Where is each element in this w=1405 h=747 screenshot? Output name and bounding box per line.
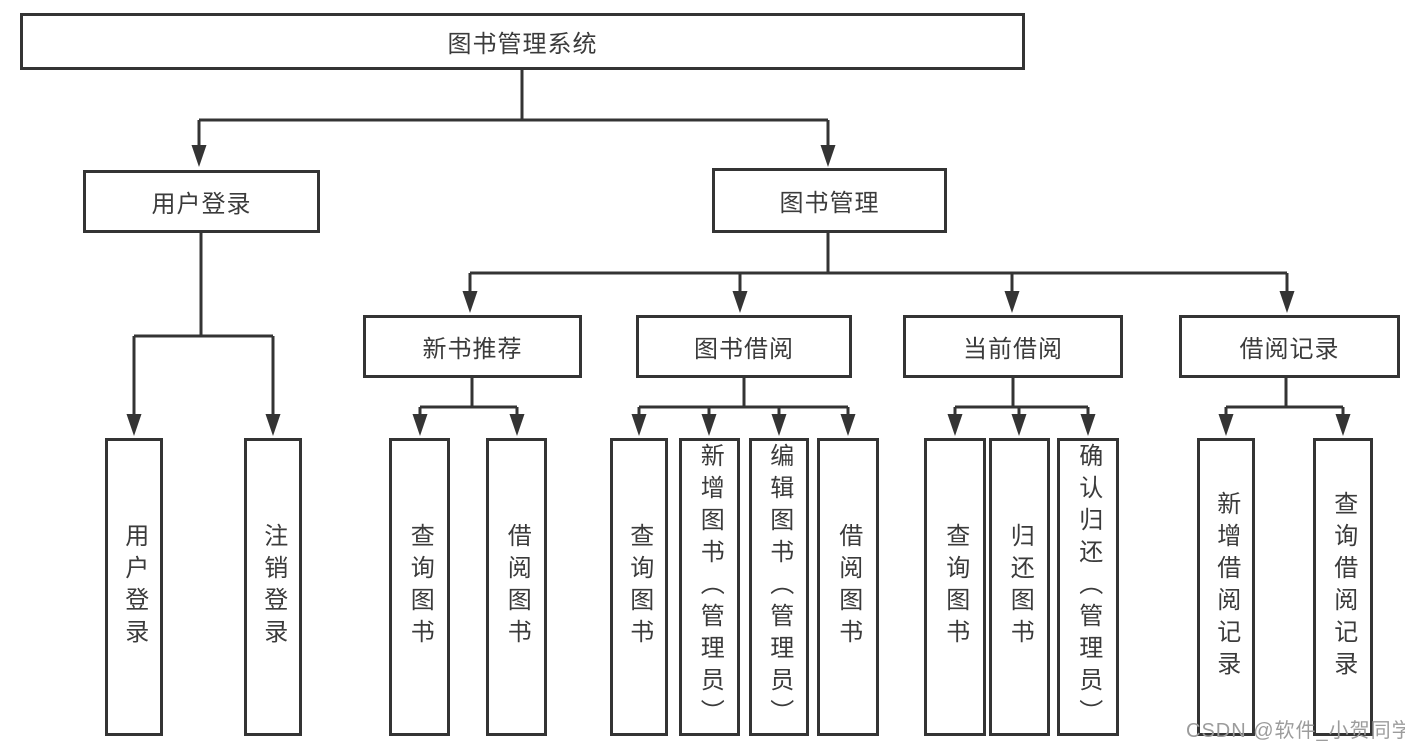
node-book-mgmt: 图书管理 <box>712 168 947 233</box>
leaf-rec-query-books: 查询图书 <box>389 438 450 736</box>
node-book-borrow: 图书借阅 <box>636 315 852 378</box>
edge-current-borrow-to-leaves <box>953 378 1090 416</box>
leaf-br-query-record: 查询借阅记录 <box>1313 438 1373 736</box>
leaf-bb-add-books-admin: 新增图书（管理员） <box>679 438 740 736</box>
leaf-cb-return-books-label: 归还图书 <box>1006 523 1034 651</box>
leaf-br-add-record: 新增借阅记录 <box>1197 438 1255 736</box>
node-user-login: 用户登录 <box>83 170 320 233</box>
leaf-logout-label: 注销登录 <box>259 523 287 651</box>
edge-new-book-rec-to-leaves <box>418 378 519 416</box>
edge-book-mgmt-to-level3 <box>468 233 1289 293</box>
leaf-bb-add-books-admin-label: 新增图书（管理员） <box>696 443 724 731</box>
node-borrow-records: 借阅记录 <box>1179 315 1400 378</box>
leaf-bb-borrow-books: 借阅图书 <box>817 438 879 736</box>
node-new-book-rec: 新书推荐 <box>363 315 582 378</box>
node-root-label: 图书管理系统 <box>447 31 598 58</box>
leaf-bb-query-books: 查询图书 <box>610 438 668 736</box>
node-book-mgmt-label: 图书管理 <box>779 190 880 217</box>
edge-book-borrow-to-leaves <box>637 378 850 416</box>
node-book-borrow-label: 图书借阅 <box>694 336 794 363</box>
leaf-bb-edit-books-admin: 编辑图书（管理员） <box>749 438 809 736</box>
leaf-cb-confirm-return-admin-label: 确认归还（管理员） <box>1074 443 1102 731</box>
edge-root-to-level2 <box>197 68 830 147</box>
leaf-cb-query-books: 查询图书 <box>924 438 986 736</box>
leaf-rec-borrow-books-label: 借阅图书 <box>503 523 531 651</box>
node-current-borrow: 当前借阅 <box>903 315 1123 378</box>
leaf-logout: 注销登录 <box>244 438 302 736</box>
node-borrow-records-label: 借阅记录 <box>1239 336 1340 363</box>
edge-user-login-to-leaves <box>132 233 275 416</box>
leaf-rec-borrow-books: 借阅图书 <box>486 438 547 736</box>
leaf-cb-query-books-label: 查询图书 <box>941 523 969 651</box>
leaf-user-login: 用户登录 <box>105 438 163 736</box>
node-current-borrow-label: 当前借阅 <box>963 336 1063 363</box>
node-new-book-rec-label: 新书推荐 <box>422 336 523 363</box>
leaf-bb-borrow-books-label: 借阅图书 <box>834 523 862 651</box>
csdn-watermark: CSDN @软件_小贺同学 <box>1186 720 1405 742</box>
leaf-cb-return-books: 归还图书 <box>989 438 1050 736</box>
leaf-rec-query-books-label: 查询图书 <box>406 523 434 651</box>
leaf-br-query-record-label: 查询借阅记录 <box>1329 491 1357 683</box>
leaf-bb-query-books-label: 查询图书 <box>625 523 653 651</box>
node-root: 图书管理系统 <box>20 13 1025 70</box>
leaf-br-add-record-label: 新增借阅记录 <box>1212 491 1240 683</box>
leaf-cb-confirm-return-admin: 确认归还（管理员） <box>1057 438 1119 736</box>
edge-borrow-records-to-leaves <box>1224 378 1345 416</box>
leaf-bb-edit-books-admin-label: 编辑图书（管理员） <box>765 443 793 731</box>
leaf-user-login-label: 用户登录 <box>120 523 148 651</box>
node-user-login-label: 用户登录 <box>151 191 252 218</box>
